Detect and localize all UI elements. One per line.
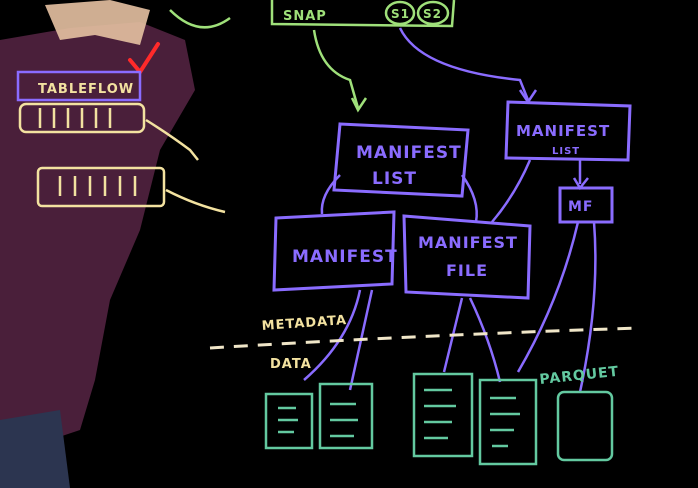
manifest-list-1	[332, 122, 470, 198]
presenter	[0, 0, 195, 488]
snapshot-box	[169, 0, 456, 29]
parquet-label: PARQUET	[539, 364, 620, 388]
manifest-file-line2: FILE	[446, 261, 488, 280]
manifest-file-line1: MANIFEST	[418, 233, 518, 252]
data-files	[264, 372, 614, 466]
mf-label: MF	[568, 199, 594, 215]
data-file-5	[556, 390, 614, 462]
buffer-queues	[18, 102, 226, 214]
tableflow-box	[16, 70, 142, 102]
s1-label: S1	[391, 7, 410, 21]
snapshot-arrows	[312, 29, 368, 113]
data-label: DATA	[270, 357, 312, 372]
tableflow-label: TABLEFLOW	[38, 82, 134, 97]
manifest-list-2	[504, 100, 632, 162]
manifest-list-1-line2: LIST	[372, 169, 417, 189]
metadata-label: METADATA	[261, 313, 347, 334]
manifest-list-1-line1: MANIFEST	[356, 143, 462, 163]
snapshot-label: SNAP	[283, 9, 327, 24]
s2-label: S2	[423, 7, 442, 21]
manifest-label: MANIFEST	[292, 247, 398, 267]
manifest-list-2-line1: MANIFEST	[516, 122, 610, 140]
mf-box	[558, 186, 614, 224]
s2-arrow	[398, 27, 538, 105]
manifest-file-box	[402, 214, 532, 300]
presenter-hands	[45, 0, 150, 45]
metadata-data-divider	[209, 326, 641, 350]
data-file-3	[412, 372, 474, 458]
data-file-2	[318, 382, 374, 450]
manifest-box	[272, 210, 396, 292]
data-file-1	[264, 392, 314, 450]
data-file-4	[478, 378, 538, 466]
manifest-list-2-line2: LIST	[552, 146, 580, 157]
